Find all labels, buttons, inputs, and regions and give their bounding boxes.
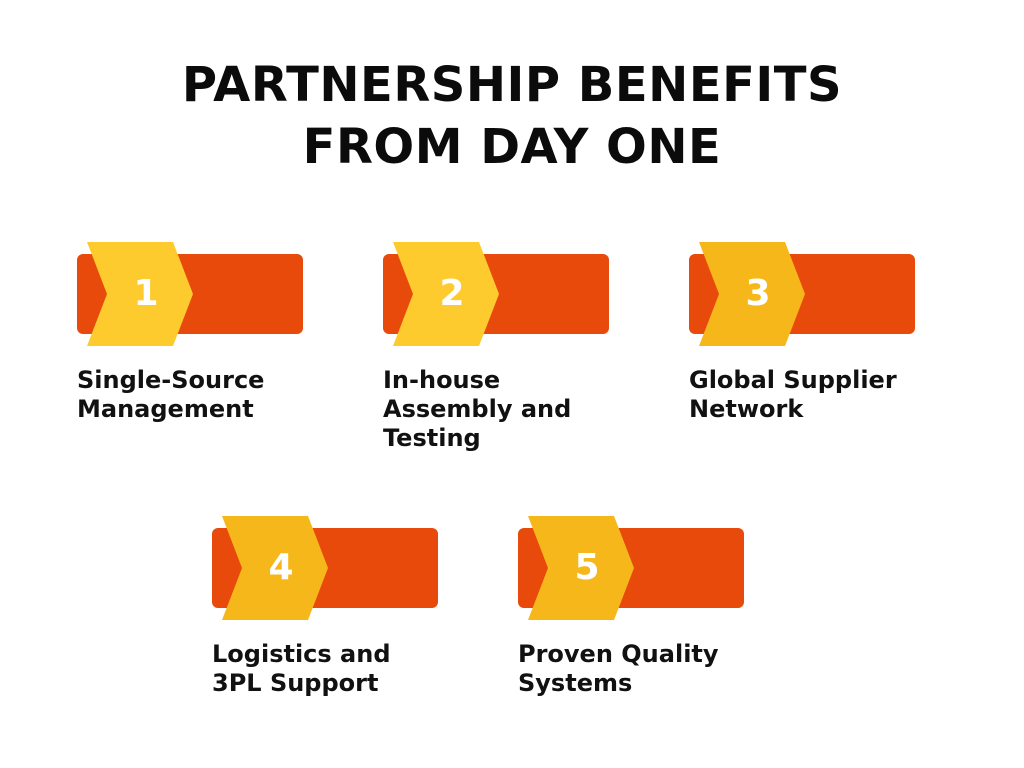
benefit-label-line: Testing — [383, 424, 481, 452]
chevron-arrow-icon — [87, 242, 193, 346]
benefit-label: In-house Assembly and Testing — [383, 366, 663, 453]
benefit-label-line: Global Supplier — [689, 366, 897, 394]
page-title-line-1: PARTNERSHIP BENEFITS — [181, 57, 843, 113]
benefit-label-line: Proven Quality — [518, 640, 719, 668]
benefit-card-1: 1 Single-Source Management — [77, 242, 357, 462]
benefit-number: 1 — [133, 273, 159, 314]
benefit-label-line: Assembly and — [383, 395, 572, 423]
benefit-card-2: 2 In-house Assembly and Testing — [383, 242, 663, 462]
benefit-number: 4 — [268, 547, 294, 588]
benefit-label-line: Management — [77, 395, 254, 423]
benefit-label: Global Supplier Network — [689, 366, 969, 424]
benefit-label: Single-Source Management — [77, 366, 357, 424]
benefit-label-line: Single-Source — [77, 366, 265, 394]
benefit-number: 5 — [574, 547, 600, 588]
chevron-arrow-icon — [528, 516, 634, 620]
benefit-number: 3 — [745, 273, 771, 314]
benefit-number: 2 — [439, 273, 465, 314]
page-title: PARTNERSHIP BENEFITS FROM DAY ONE — [0, 54, 1024, 178]
benefit-label-line: Logistics and — [212, 640, 391, 668]
benefit-label: Proven Quality Systems — [518, 640, 798, 698]
benefit-label-line: 3PL Support — [212, 669, 379, 697]
benefit-label-line: Network — [689, 395, 804, 423]
benefit-label-line: Systems — [518, 669, 633, 697]
benefit-card-4: 4 Logistics and 3PL Support — [212, 516, 492, 736]
chevron-arrow-icon — [222, 516, 328, 620]
benefit-card-5: 5 Proven Quality Systems — [518, 516, 798, 736]
page-title-line-2: FROM DAY ONE — [302, 119, 722, 175]
chevron-arrow-icon — [699, 242, 805, 346]
benefit-label-line: In-house — [383, 366, 501, 394]
benefit-card-3: 3 Global Supplier Network — [689, 242, 969, 462]
chevron-arrow-icon — [393, 242, 499, 346]
benefit-label: Logistics and 3PL Support — [212, 640, 492, 698]
